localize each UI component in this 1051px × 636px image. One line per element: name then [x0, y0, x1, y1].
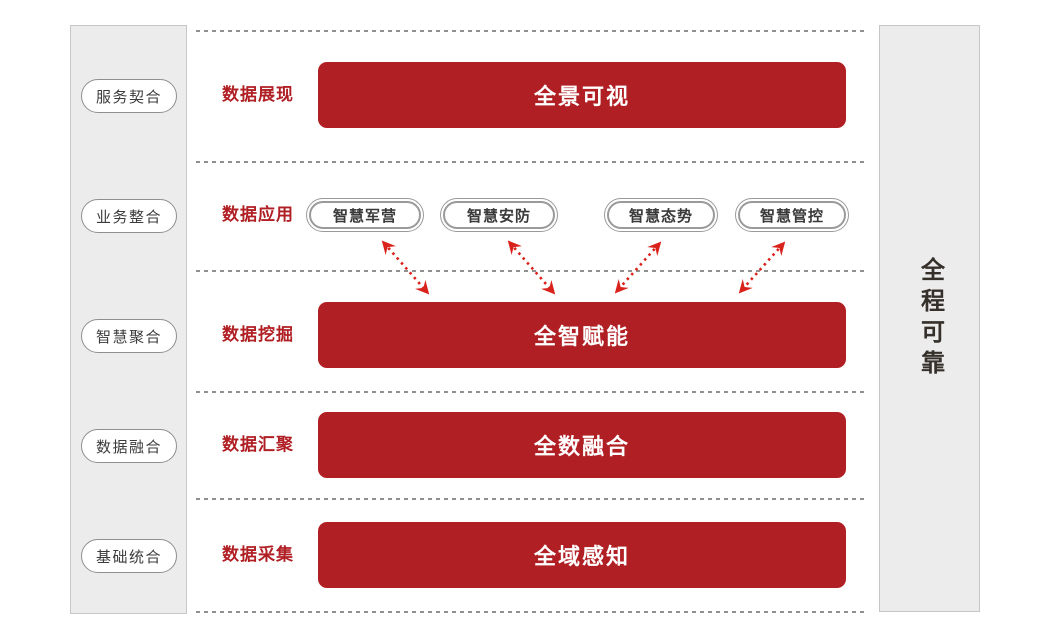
app-pill-label: 智慧军营	[309, 201, 421, 229]
left-rail-pill-wisdom-aggregation: 智慧聚合	[81, 319, 177, 353]
layer-bar-label: 全景可视	[533, 84, 630, 109]
flow-arrow	[507, 240, 556, 295]
right-rail: 全程可靠	[879, 25, 980, 612]
flow-arrow	[381, 240, 430, 295]
left-rail-pill-label: 业务整合	[95, 208, 162, 226]
left-rail-pill-business-integration: 业务整合	[81, 199, 177, 233]
app-pill-smart-control: 智慧管控	[735, 198, 849, 232]
left-rail-pill-label: 数据融合	[95, 438, 162, 456]
separator-line	[196, 498, 868, 500]
app-pill-label: 智慧管控	[738, 201, 846, 229]
layer-bar-panoramic-visibility: 全景可视	[318, 62, 846, 128]
app-pill-label: 智慧态势	[607, 201, 715, 229]
layer-bar-full-data-fusion: 全数融合	[318, 412, 846, 478]
separator-line	[196, 161, 868, 163]
flow-arrow	[738, 241, 786, 294]
left-rail-pill-service-fit: 服务契合	[81, 79, 177, 113]
left-rail-pill-label: 服务契合	[95, 88, 162, 106]
left-rail-pill-basic-unification: 基础统合	[81, 539, 177, 573]
left-rail: 服务契合 业务整合 智慧聚合 数据融合 基础统合	[70, 25, 187, 614]
app-pill-smart-security: 智慧安防	[440, 198, 558, 232]
separator-line	[196, 30, 868, 32]
app-pill-label: 智慧安防	[443, 201, 555, 229]
left-rail-pill-label: 基础统合	[95, 548, 162, 566]
layer-bar-label: 全数融合	[533, 434, 630, 459]
layer-bar-full-intelligence: 全智赋能	[318, 302, 846, 368]
row-label-data-convergence: 数据汇聚	[222, 435, 294, 454]
separator-line	[196, 611, 868, 613]
flow-arrow	[614, 241, 662, 294]
row-label-data-collection: 数据采集	[222, 545, 294, 564]
left-rail-pill-label: 智慧聚合	[95, 328, 162, 346]
app-pill-smart-situation: 智慧态势	[604, 198, 718, 232]
layer-bar-label: 全域感知	[533, 544, 630, 569]
row-label-data-mining: 数据挖掘	[222, 325, 294, 344]
right-rail-title: 全程可靠	[916, 256, 944, 381]
row-label-data-application: 数据应用	[222, 205, 294, 224]
separator-line	[196, 391, 868, 393]
app-pill-smart-barracks: 智慧军营	[306, 198, 424, 232]
separator-line	[196, 270, 868, 272]
layer-bar-full-domain-sensing: 全域感知	[318, 522, 846, 588]
left-rail-pill-data-fusion: 数据融合	[81, 429, 177, 463]
layer-bar-label: 全智赋能	[533, 324, 630, 349]
row-label-data-presentation: 数据展现	[222, 85, 294, 104]
